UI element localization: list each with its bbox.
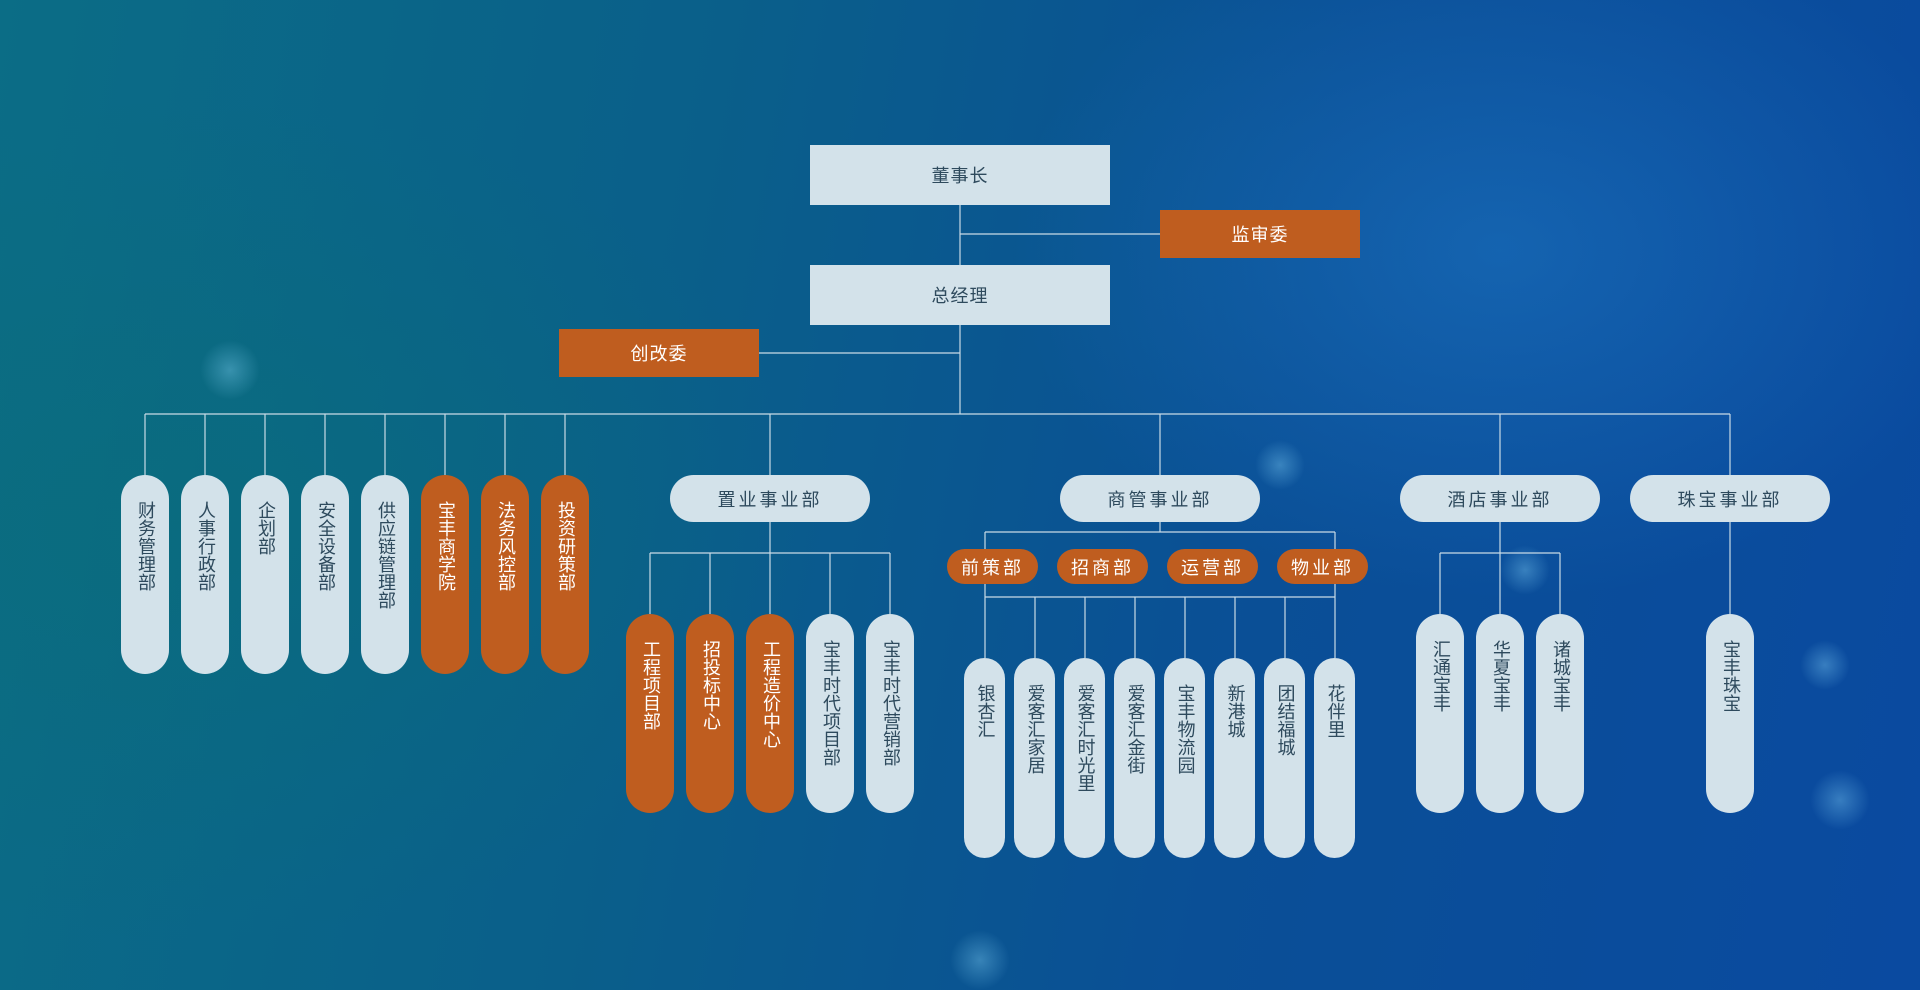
hotel-huitong: 汇通宝丰 bbox=[1416, 614, 1464, 813]
general-manager-box: 总经理 bbox=[810, 265, 1110, 325]
commercial-subdept-planning: 前策部 bbox=[947, 549, 1038, 584]
department-label: 宝丰商学院 bbox=[435, 501, 456, 591]
department-label: 安全设备部 bbox=[315, 501, 336, 591]
real-estate-unit-times-marketing: 宝丰时代营销部 bbox=[866, 614, 914, 813]
department-supply-chain: 供应链管理部 bbox=[361, 475, 409, 674]
commercial-project-logistics-park: 宝丰物流园 bbox=[1164, 658, 1205, 858]
division-label: 珠宝事业部 bbox=[1677, 489, 1783, 511]
general-manager-label: 总经理 bbox=[931, 286, 989, 307]
commercial-project-time: 爱客汇时光里 bbox=[1064, 658, 1105, 858]
subdept-label: 前策部 bbox=[961, 557, 1024, 579]
department-investment-research: 投资研策部 bbox=[541, 475, 589, 674]
department-safety-equipment: 安全设备部 bbox=[301, 475, 349, 674]
subdept-label: 招商部 bbox=[1071, 557, 1134, 579]
department-label: 投资研策部 bbox=[555, 501, 576, 591]
division-jewelry: 珠宝事业部 bbox=[1630, 475, 1830, 522]
hotel-label: 汇通宝丰 bbox=[1430, 640, 1451, 712]
project-label: 爱客汇金街 bbox=[1124, 684, 1146, 774]
department-label: 企划部 bbox=[255, 501, 276, 555]
unit-label: 宝丰时代营销部 bbox=[880, 640, 901, 766]
hotel-huaxia: 华夏宝丰 bbox=[1476, 614, 1524, 813]
jewelry-baofeng: 宝丰珠宝 bbox=[1706, 614, 1754, 813]
real-estate-unit-bidding-center: 招投标中心 bbox=[686, 614, 734, 813]
reform-committee-label: 创改委 bbox=[630, 344, 688, 365]
department-label: 法务风控部 bbox=[495, 501, 516, 591]
department-finance: 财务管理部 bbox=[121, 475, 169, 674]
real-estate-unit-engineering-project: 工程项目部 bbox=[626, 614, 674, 813]
commercial-subdept-operations: 运营部 bbox=[1167, 549, 1258, 584]
department-business-school: 宝丰商学院 bbox=[421, 475, 469, 674]
real-estate-unit-cost-center: 工程造价中心 bbox=[746, 614, 794, 813]
hotel-label: 诸城宝丰 bbox=[1550, 640, 1571, 712]
department-hr-admin: 人事行政部 bbox=[181, 475, 229, 674]
commercial-project-ginkgo: 银杏汇 bbox=[964, 658, 1005, 858]
commercial-project-flower: 花伴里 bbox=[1314, 658, 1355, 858]
department-legal-risk: 法务风控部 bbox=[481, 475, 529, 674]
project-label: 新港城 bbox=[1224, 684, 1246, 738]
project-label: 爱客汇家居 bbox=[1024, 684, 1046, 774]
division-real-estate: 置业事业部 bbox=[670, 475, 870, 522]
commercial-project-golden-street: 爱客汇金街 bbox=[1114, 658, 1155, 858]
department-label: 财务管理部 bbox=[135, 501, 156, 591]
unit-label: 工程造价中心 bbox=[760, 640, 781, 748]
subdept-label: 运营部 bbox=[1181, 557, 1244, 579]
project-label: 花伴里 bbox=[1324, 684, 1346, 738]
division-hotel: 酒店事业部 bbox=[1400, 475, 1600, 522]
subdept-label: 物业部 bbox=[1291, 557, 1354, 579]
department-label: 供应链管理部 bbox=[375, 501, 396, 609]
project-label: 团结福城 bbox=[1274, 684, 1296, 756]
chairman-label: 董事长 bbox=[931, 166, 989, 187]
division-label: 酒店事业部 bbox=[1447, 489, 1553, 511]
commercial-project-unity-city: 团结福城 bbox=[1264, 658, 1305, 858]
unit-label: 工程项目部 bbox=[640, 640, 661, 730]
commercial-subdept-property: 物业部 bbox=[1277, 549, 1368, 584]
project-label: 宝丰物流园 bbox=[1174, 684, 1196, 774]
reform-committee-box: 创改委 bbox=[559, 329, 759, 377]
supervisory-committee-box: 监审委 bbox=[1160, 210, 1360, 258]
project-label: 爱客汇时光里 bbox=[1074, 684, 1096, 792]
department-planning: 企划部 bbox=[241, 475, 289, 674]
supervisory-committee-label: 监审委 bbox=[1231, 225, 1289, 246]
hotel-zhucheng: 诸城宝丰 bbox=[1536, 614, 1584, 813]
division-label: 商管事业部 bbox=[1107, 489, 1213, 511]
commercial-project-home: 爱客汇家居 bbox=[1014, 658, 1055, 858]
unit-label: 宝丰时代项目部 bbox=[820, 640, 841, 766]
chairman-box: 董事长 bbox=[810, 145, 1110, 205]
commercial-subdept-leasing: 招商部 bbox=[1057, 549, 1148, 584]
project-label: 银杏汇 bbox=[974, 684, 996, 738]
division-label: 置业事业部 bbox=[717, 489, 823, 511]
hotel-label: 华夏宝丰 bbox=[1490, 640, 1511, 712]
commercial-project-new-port: 新港城 bbox=[1214, 658, 1255, 858]
division-commercial: 商管事业部 bbox=[1060, 475, 1260, 522]
real-estate-unit-times-project: 宝丰时代项目部 bbox=[806, 614, 854, 813]
unit-label: 招投标中心 bbox=[700, 640, 721, 730]
jewelry-label: 宝丰珠宝 bbox=[1720, 640, 1741, 712]
department-label: 人事行政部 bbox=[195, 501, 216, 591]
